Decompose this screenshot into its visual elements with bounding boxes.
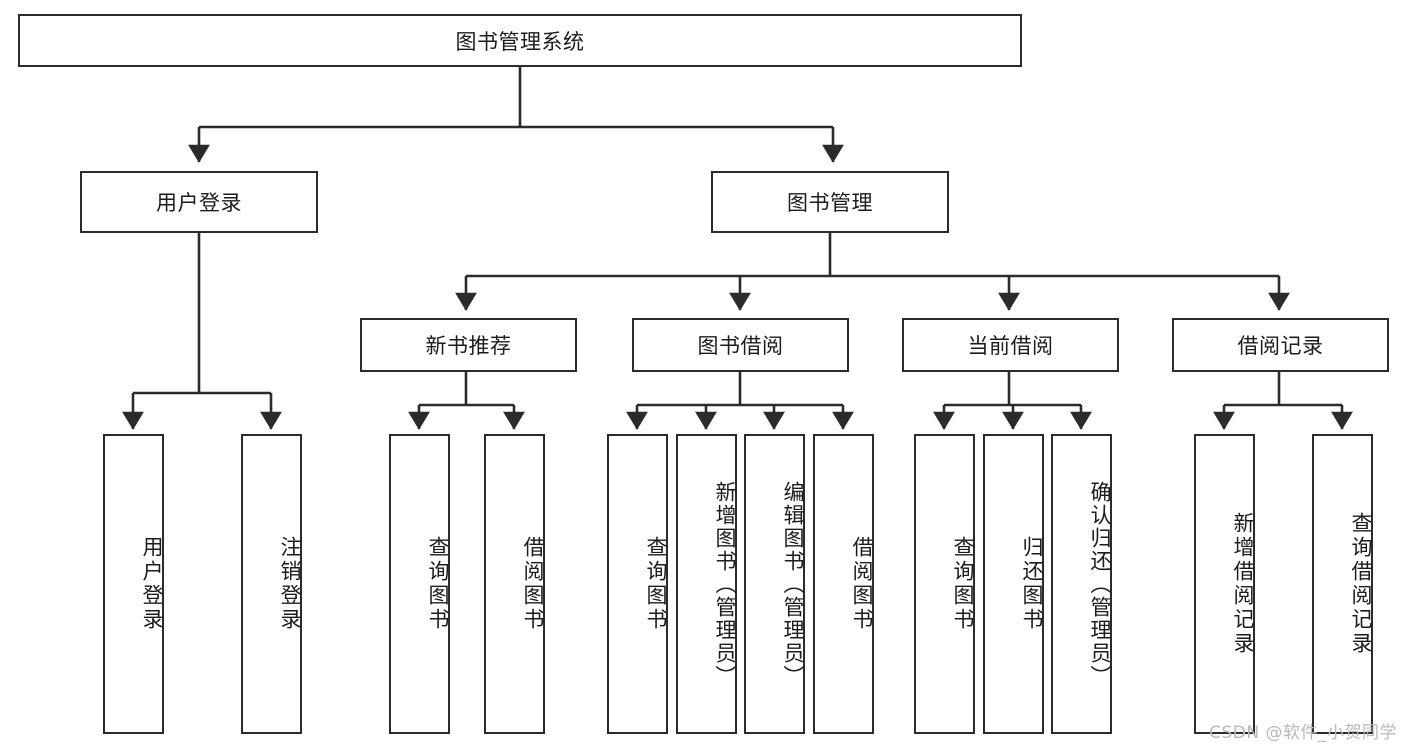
node-book-management-label: 图书管理 [787,191,873,215]
leaf-user-login-signout[interactable]: 注销登录 [241,434,302,734]
node-user-login[interactable]: 用户登录 [80,171,318,233]
node-current-borrow-label: 当前借阅 [967,334,1054,358]
leaf-borrow-record-add-label: 新增借阅记录 [1231,512,1255,656]
node-borrow-record-label: 借阅记录 [1237,334,1324,358]
leaf-book-borrow-query[interactable]: 查询图书 [607,434,668,734]
leaf-borrow-record-query-label: 查询借阅记录 [1349,512,1373,656]
node-borrow-record[interactable]: 借阅记录 [1172,318,1389,372]
leaf-borrow-record-query[interactable]: 查询借阅记录 [1312,434,1373,734]
node-current-borrow[interactable]: 当前借阅 [902,318,1119,372]
leaf-new-book-borrow[interactable]: 借阅图书 [484,434,545,734]
node-book-borrow[interactable]: 图书借阅 [632,318,849,372]
leaf-new-book-borrow-label: 借阅图书 [521,536,545,632]
leaf-book-borrow-query-label: 查询图书 [644,536,668,632]
node-book-management[interactable]: 图书管理 [711,171,949,233]
leaf-current-borrow-confirm-return[interactable]: 确认归还（管理员） [1051,434,1112,734]
leaf-book-borrow-edit-label: 编辑图书（管理员） [781,480,805,688]
node-new-book-recommend-label: 新书推荐 [425,334,512,358]
leaf-book-borrow-edit[interactable]: 编辑图书（管理员） [744,434,805,734]
leaf-current-borrow-confirm-return-label: 确认归还（管理员） [1088,480,1112,688]
node-user-login-label: 用户登录 [156,191,242,215]
leaf-borrow-record-add[interactable]: 新增借阅记录 [1194,434,1255,734]
leaf-user-login-signin-label: 用户登录 [140,536,164,632]
leaf-book-borrow-add-label: 新增图书（管理员） [713,480,737,688]
node-root-system-label: 图书管理系统 [455,29,585,54]
node-root-system[interactable]: 图书管理系统 [18,14,1022,67]
leaf-new-book-query[interactable]: 查询图书 [389,434,450,734]
leaf-user-login-signout-label: 注销登录 [278,536,302,632]
leaf-current-borrow-query-label: 查询图书 [951,536,975,632]
leaf-book-borrow-borrow-label: 借阅图书 [850,536,874,632]
leaf-book-borrow-add[interactable]: 新增图书（管理员） [676,434,737,734]
node-book-borrow-label: 图书借阅 [697,334,784,358]
leaf-user-login-signin[interactable]: 用户登录 [103,434,164,734]
node-new-book-recommend[interactable]: 新书推荐 [360,318,577,372]
leaf-current-borrow-return[interactable]: 归还图书 [983,434,1044,734]
leaf-book-borrow-borrow[interactable]: 借阅图书 [813,434,874,734]
leaf-new-book-query-label: 查询图书 [426,536,450,632]
leaf-current-borrow-return-label: 归还图书 [1020,536,1044,632]
leaf-current-borrow-query[interactable]: 查询图书 [914,434,975,734]
